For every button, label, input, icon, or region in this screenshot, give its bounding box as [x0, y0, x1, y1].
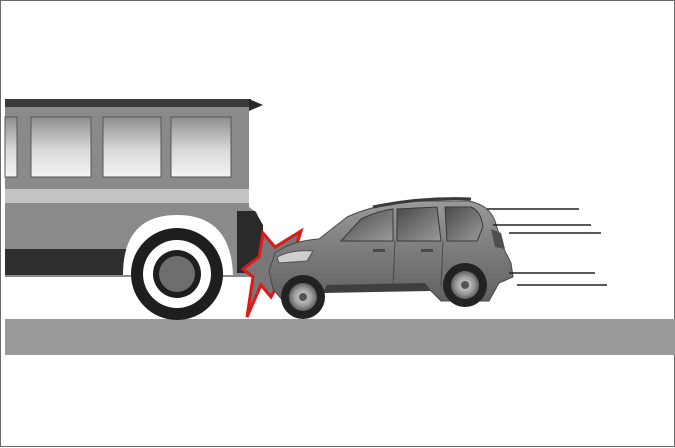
bus-icon [4, 99, 263, 320]
motion-lines-icon [487, 208, 607, 286]
road [5, 319, 675, 355]
car-icon [268, 197, 514, 319]
